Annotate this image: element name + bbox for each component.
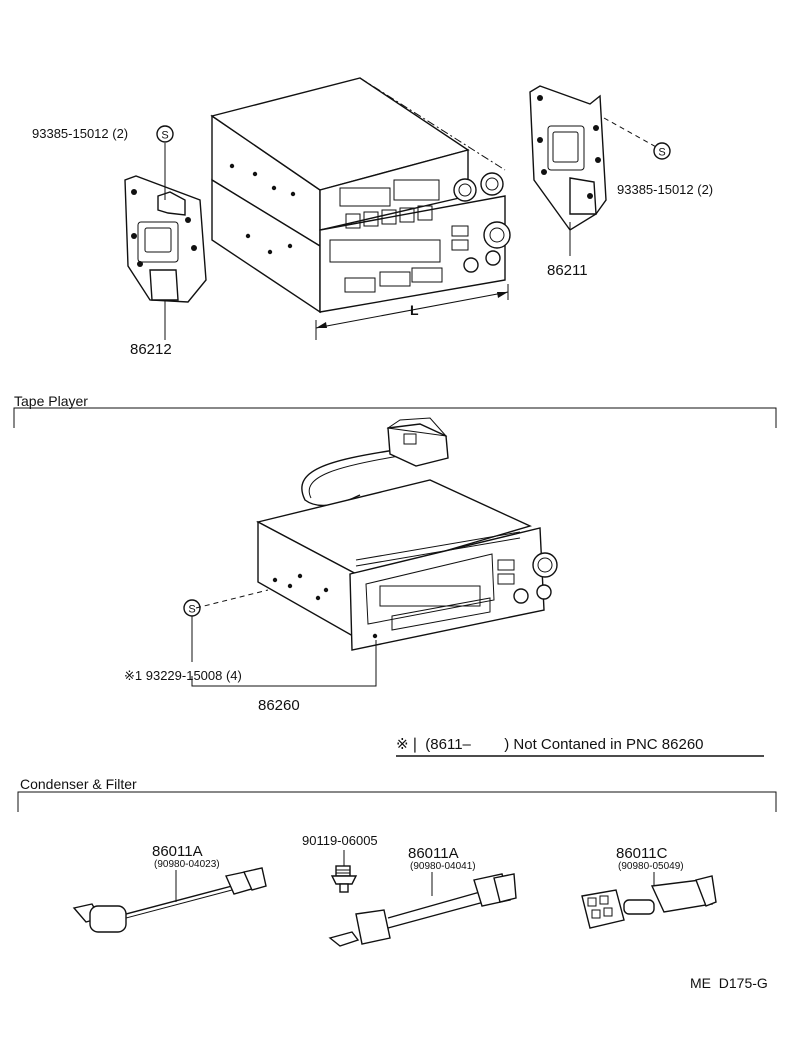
svg-text:S: S xyxy=(188,604,195,616)
screw-symbol-right: S xyxy=(653,142,671,160)
svg-text:S: S xyxy=(658,147,665,159)
tape-player-bracket-line xyxy=(13,407,777,428)
screw-90119-drawing xyxy=(330,865,358,893)
right-bolt-label: 93385-15012 (2) xyxy=(617,182,713,197)
radio-stereo-unit-drawing xyxy=(210,77,511,340)
right-bracket-86211-drawing xyxy=(529,85,659,256)
left-bracket-number: 86212 xyxy=(130,341,172,358)
screw-part-number: 90119-06005 xyxy=(302,833,378,848)
dimension-label: L xyxy=(410,302,419,318)
svg-text:S: S xyxy=(161,130,168,142)
item2-part-number: 86011A xyxy=(408,845,459,862)
tape-player-drawing xyxy=(191,417,558,687)
page-code: ME D175-G xyxy=(690,975,768,991)
tape-screw-label: ※1 93229-15008 (4) xyxy=(124,668,242,683)
condenser-86011a-drawing xyxy=(72,867,267,933)
tape-player-part-number: 86260 xyxy=(258,697,300,714)
condenser-86011c-drawing xyxy=(581,875,717,929)
right-bracket-number: 86211 xyxy=(547,262,588,279)
condenser-filter-bracket-line xyxy=(17,791,777,812)
item3-sub-number: (90980-05049) xyxy=(618,861,684,872)
footnote-not-contained: ※❘ (8611– ) Not Contaned in PNC 86260 xyxy=(396,736,704,753)
tape-player-section-title: Tape Player xyxy=(14,393,88,409)
item3-part-number: 86011C xyxy=(616,845,668,862)
item2-sub-number: (90980-04041) xyxy=(410,861,476,872)
item1-part-number: 86011A xyxy=(152,843,203,860)
item1-sub-number: (90980-04023) xyxy=(154,859,220,870)
filter-86011a-drawing xyxy=(328,873,517,947)
left-bracket-86212-drawing xyxy=(124,143,207,340)
left-bolt-label: 93385-15012 (2) xyxy=(32,126,128,141)
screw-symbol-left: S xyxy=(156,125,174,143)
condenser-filter-section-title: Condenser & Filter xyxy=(20,776,137,792)
